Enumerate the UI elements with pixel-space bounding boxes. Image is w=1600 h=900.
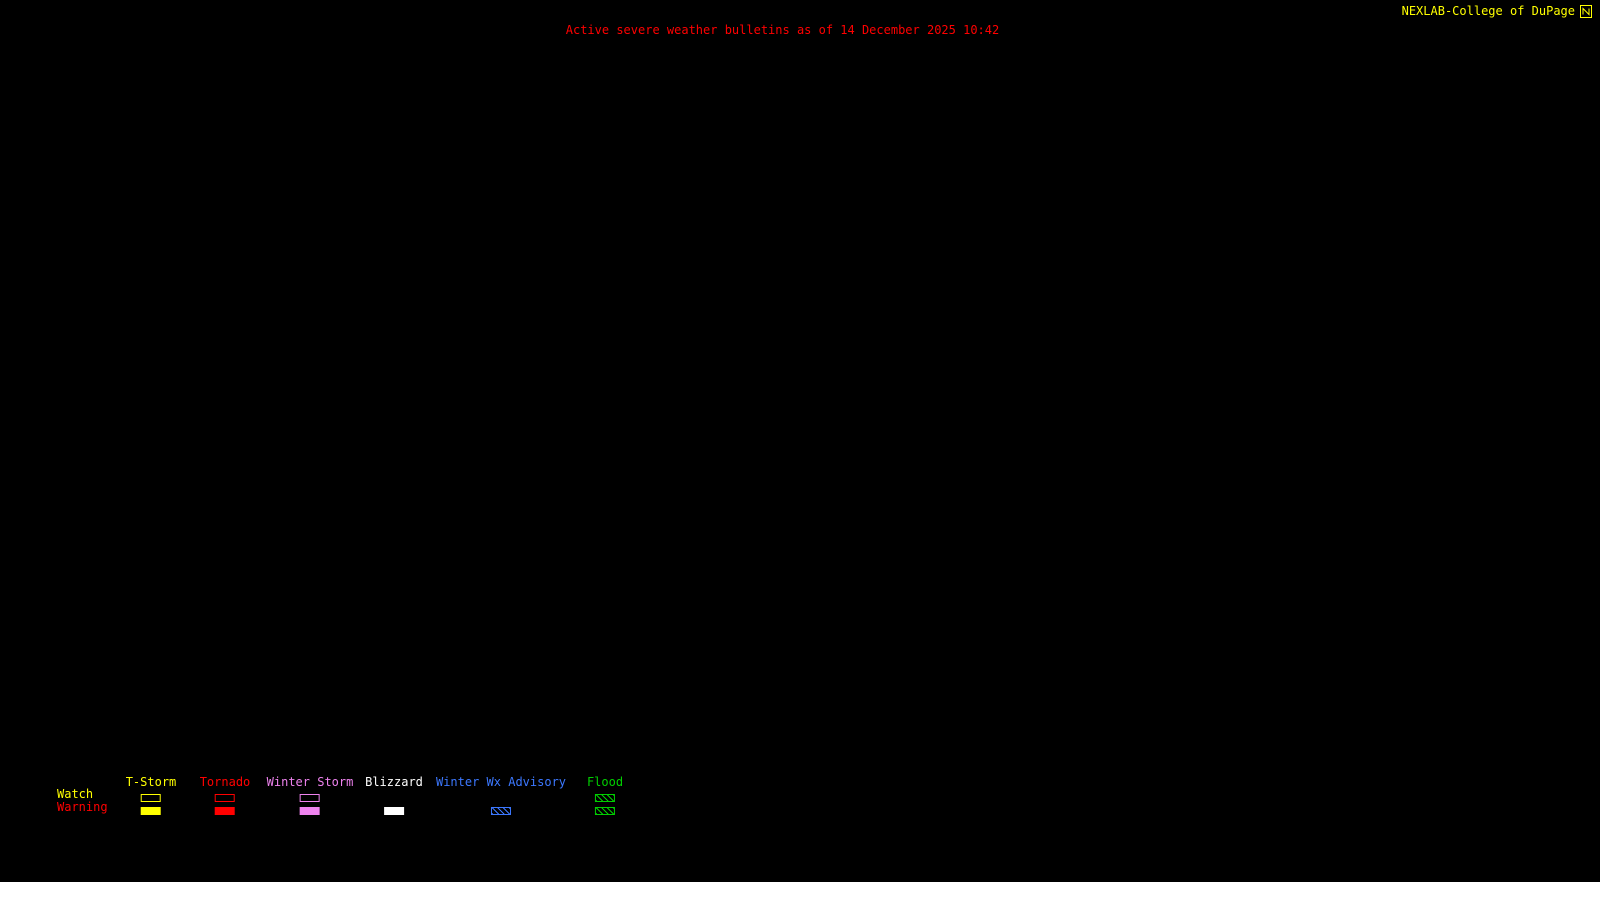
legend-column-label: Flood: [586, 775, 624, 789]
swatch-slot: [365, 804, 423, 817]
tornado-warning-swatch: [214, 806, 235, 815]
swatch-slot: [267, 804, 354, 817]
legend-column-flood: Flood: [587, 776, 623, 817]
t-storm-watch-swatch: [140, 793, 161, 802]
swatch-slot: [200, 804, 251, 817]
swatch-slot: [200, 791, 251, 804]
brand-label: NEXLAB-College of DuPage: [1401, 4, 1575, 18]
swatch-slot: [365, 791, 423, 804]
swatch-slot: [587, 791, 623, 804]
swatch-slot: [267, 791, 354, 804]
legend-row-labels: Watch Warning: [57, 776, 108, 814]
legend-column-winter-wx-advisory: Winter Wx Advisory: [436, 776, 566, 817]
legend-column-t-storm: T-Storm: [125, 775, 177, 817]
flood-warning-swatch: [595, 806, 615, 815]
legend-column-winter-storm: Winter Storm: [266, 775, 354, 817]
swatch-slot: [126, 804, 177, 817]
map-title: Active severe weather bulletins as of 14…: [565, 23, 1000, 37]
flood-watch-swatch: [595, 793, 615, 802]
t-storm-warning-swatch: [140, 806, 161, 815]
swatch-slot: [587, 804, 623, 817]
winter-storm-watch-swatch: [299, 793, 320, 802]
legend-column-tornado: Tornado: [199, 775, 251, 817]
cod-logo-icon: [1580, 4, 1592, 18]
legend-watch-label: Watch: [57, 787, 94, 801]
legend-warning-label: Warning: [57, 800, 108, 814]
legend-column-label: Blizzard: [365, 775, 423, 789]
swatch-slot: [436, 804, 566, 817]
legend: Watch Warning T-Storm Tornado Winter Storm…: [0, 776, 720, 820]
swatch-slot: [436, 791, 566, 804]
winter-wx-advisory-warning-swatch: [490, 806, 511, 815]
legend-column-label: Winter Wx Advisory: [435, 775, 567, 789]
tornado-watch-swatch: [214, 793, 235, 802]
brand: NEXLAB-College of DuPage: [1402, 4, 1592, 18]
legend-column-label: Tornado: [199, 775, 251, 789]
legend-column-label: Winter Storm: [266, 775, 354, 789]
winter-storm-warning-swatch: [299, 806, 320, 815]
blizzard-warning-swatch: [383, 806, 404, 815]
swatch-slot: [126, 791, 177, 804]
legend-column-label: T-Storm: [125, 775, 177, 789]
legend-column-blizzard: Blizzard: [365, 776, 423, 817]
footer-bar: [0, 882, 1600, 900]
